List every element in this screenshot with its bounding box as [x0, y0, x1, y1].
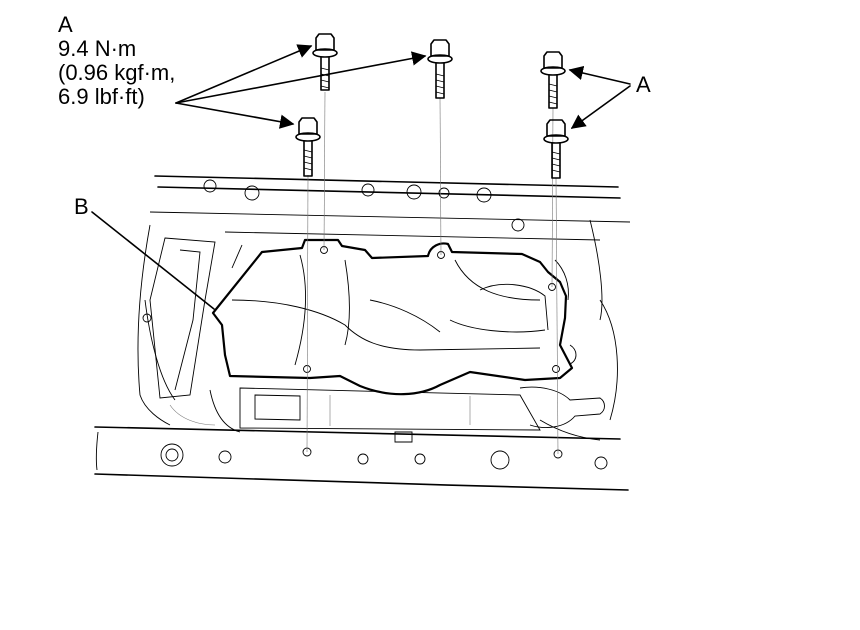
underbody-detail	[137, 219, 618, 443]
torque-nm: 9.4 N·m	[58, 36, 137, 61]
upper-frame-rail	[149, 175, 631, 232]
callout-b: B	[74, 194, 89, 219]
torque-kgf: (0.96 kgf·m,	[58, 60, 176, 85]
torque-lbf: 6.9 lbf·ft)	[58, 84, 145, 109]
flange-bolt-icon	[295, 33, 569, 179]
heat-shield-icon	[211, 238, 574, 396]
callout-leaders	[91, 44, 631, 310]
callout-a-left: A	[58, 12, 73, 37]
lower-frame-rail	[94, 426, 629, 491]
callout-a-right: A	[636, 72, 651, 97]
bolt-axis-lines	[306, 91, 559, 455]
